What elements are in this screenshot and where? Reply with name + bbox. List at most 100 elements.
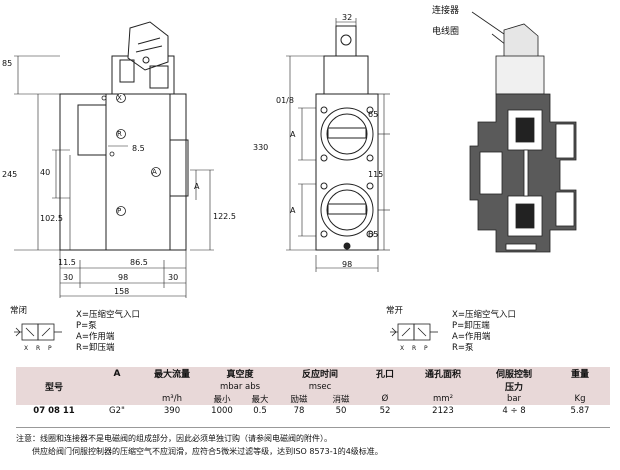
dim-102-5: 102.5 (40, 214, 63, 223)
th-response-unit: msec (308, 381, 332, 392)
front-view-drawing (14, 21, 214, 298)
legend-normally-closed: 常闭 X R P X=压缩空气入口 P=泵 A=作用端 R=卸压端 (10, 306, 230, 362)
dim-330: 330 (253, 143, 269, 152)
side-port-upper (320, 107, 374, 161)
legend-nc-title: 常闭 (10, 306, 28, 316)
dim-122-5: 122.5 (213, 212, 236, 221)
unit-conductance: mm² (433, 394, 453, 404)
port-a-mark (151, 167, 161, 177)
th-vacuum-unit: mbar abs (219, 381, 261, 392)
cell-model: 07 08 11 (33, 405, 75, 416)
th-max-flow: 最大流量 (153, 370, 190, 380)
unit-a (92, 393, 142, 405)
cell-conductance: 2123 (432, 405, 454, 416)
label-coil: 电线圈 (432, 27, 460, 37)
section-coil (495, 55, 545, 95)
th-pilot-2: 压力 (504, 383, 523, 393)
dim-11-5: 11.5 (58, 258, 76, 267)
cell-resp-off: 50 (335, 405, 347, 416)
nc-valve-symbol (14, 323, 62, 341)
dim-65-top: 65 (368, 110, 379, 119)
port-p-mark (116, 206, 126, 216)
side-connector (335, 25, 357, 57)
legend-nc-line-1: X=压缩空气入口 (76, 310, 140, 320)
dim-98-front: 98 (118, 273, 129, 282)
port-r-mark (116, 129, 126, 139)
side-coil (323, 55, 369, 95)
dim-245: 245 (2, 170, 18, 179)
unit-resp-off: 消磁 (332, 395, 350, 405)
unit-weight: Kg (574, 394, 586, 404)
th-a: A (113, 368, 121, 379)
port-a-label: A (152, 168, 157, 176)
dim-115: 115 (368, 170, 384, 179)
legend-normally-open: 常开 X R P X=压缩空气入口 P=卸压端 A=作用端 R=泵 (386, 306, 606, 362)
dim-01-8: 01/8 (276, 96, 294, 105)
side-port-lower (320, 183, 374, 237)
th-orifice: 孔口 (375, 370, 394, 380)
unit-pilot: bar (506, 394, 522, 404)
th-response: 反应时间 (301, 370, 338, 380)
nc-symbol-p: P (48, 345, 52, 352)
cell-vac-min: 1000 (211, 405, 233, 416)
nc-symbol-r: R (36, 345, 41, 352)
th-model: 型号 (44, 382, 63, 393)
unit-orifice: Ø (381, 394, 389, 404)
unit-vac-min: 最小 (213, 395, 231, 405)
dim-86-5: 86.5 (130, 258, 148, 267)
port-x-mark (116, 93, 126, 103)
cell-max-flow: 390 (163, 405, 181, 416)
legend-no-line-2: P=卸压端 (452, 321, 490, 331)
legend-nc-line-2: P=泵 (76, 321, 97, 331)
notes: 注意：线圈和连接器不是电磁阀的组成部分，因此必须单独订购（请参阅电磁阀的附件）。… (16, 432, 610, 458)
dim-30-left: 30 (63, 273, 74, 282)
dim-30-right: 30 (168, 273, 179, 282)
port-p-label: P (117, 207, 122, 215)
th-conductance: 通孔面积 (424, 370, 461, 380)
dim-40: 40 (40, 168, 51, 177)
table-header-row-3: m³/h 最小 最大 励磁 消磁 Ø mm² bar Kg (16, 393, 610, 405)
dim-98-side: 98 (342, 260, 353, 269)
legend-no-line-4: R=泵 (452, 343, 474, 353)
th-weight: 重量 (570, 370, 589, 380)
no-symbol-x: X (400, 345, 405, 352)
nc-symbol-x: X (24, 345, 29, 352)
port-x-label: X (117, 94, 122, 102)
no-symbol-r: R (412, 345, 417, 352)
cell-weight: 5.87 (570, 405, 590, 416)
cell-pilot: 4 ÷ 8 (502, 405, 526, 416)
dim-side-a2: A (290, 206, 296, 215)
dim-side-a1: A (290, 130, 296, 139)
label-connector: 连接器 (432, 6, 460, 16)
legend-no-line-1: X=压缩空气入口 (452, 310, 516, 320)
side-view-drawing (286, 18, 390, 272)
note-line-2: 供应给阀门伺服控制器的压缩空气不应润滑，应符合5微米过滤等级，达到ISO 857… (32, 447, 383, 456)
dim-65-bottom: 65 (368, 230, 379, 239)
dim-8-5: 8.5 (132, 144, 145, 153)
cell-resp-on: 78 (293, 405, 305, 416)
section-body (469, 93, 577, 253)
dim-32: 32 (342, 13, 353, 22)
unit-resp-on: 励磁 (290, 395, 308, 405)
note-line-1: 注意：线圈和连接器不是电磁阀的组成部分，因此必须单独订购（请参阅电磁阀的附件）。 (16, 434, 332, 443)
cell-a: G2" (109, 405, 125, 416)
valve-body (59, 93, 187, 251)
dim-label-a: A (194, 182, 200, 191)
dim-85: 85 (2, 59, 13, 68)
table-bottom-rule (16, 427, 610, 428)
cell-orifice: 52 (379, 405, 391, 416)
legend-nc-line-4: R=卸压端 (76, 343, 115, 353)
no-valve-symbol (390, 323, 438, 341)
table-header-row-2: mbar abs msec 压力 (16, 380, 610, 393)
th-vacuum: 真空度 (226, 370, 254, 380)
section-view-drawing (469, 11, 577, 253)
unit-vac-max: 最大 (251, 395, 269, 405)
dim-158: 158 (114, 287, 130, 296)
table-row: 07 08 11 G2" 390 1000 0.5 78 50 52 2123 … (16, 405, 610, 416)
th-pilot: 伺服控制 (495, 370, 532, 380)
legend-nc-line-3: A=作用端 (76, 332, 115, 342)
table-header-row-1: 型号 A 最大流量 真空度 反应时间 孔口 通孔面积 伺服控制 重量 (16, 367, 610, 393)
unit-max-flow: m³/h (162, 394, 182, 404)
cell-vac-max: 0.5 (253, 405, 267, 416)
connector-body (127, 21, 169, 71)
